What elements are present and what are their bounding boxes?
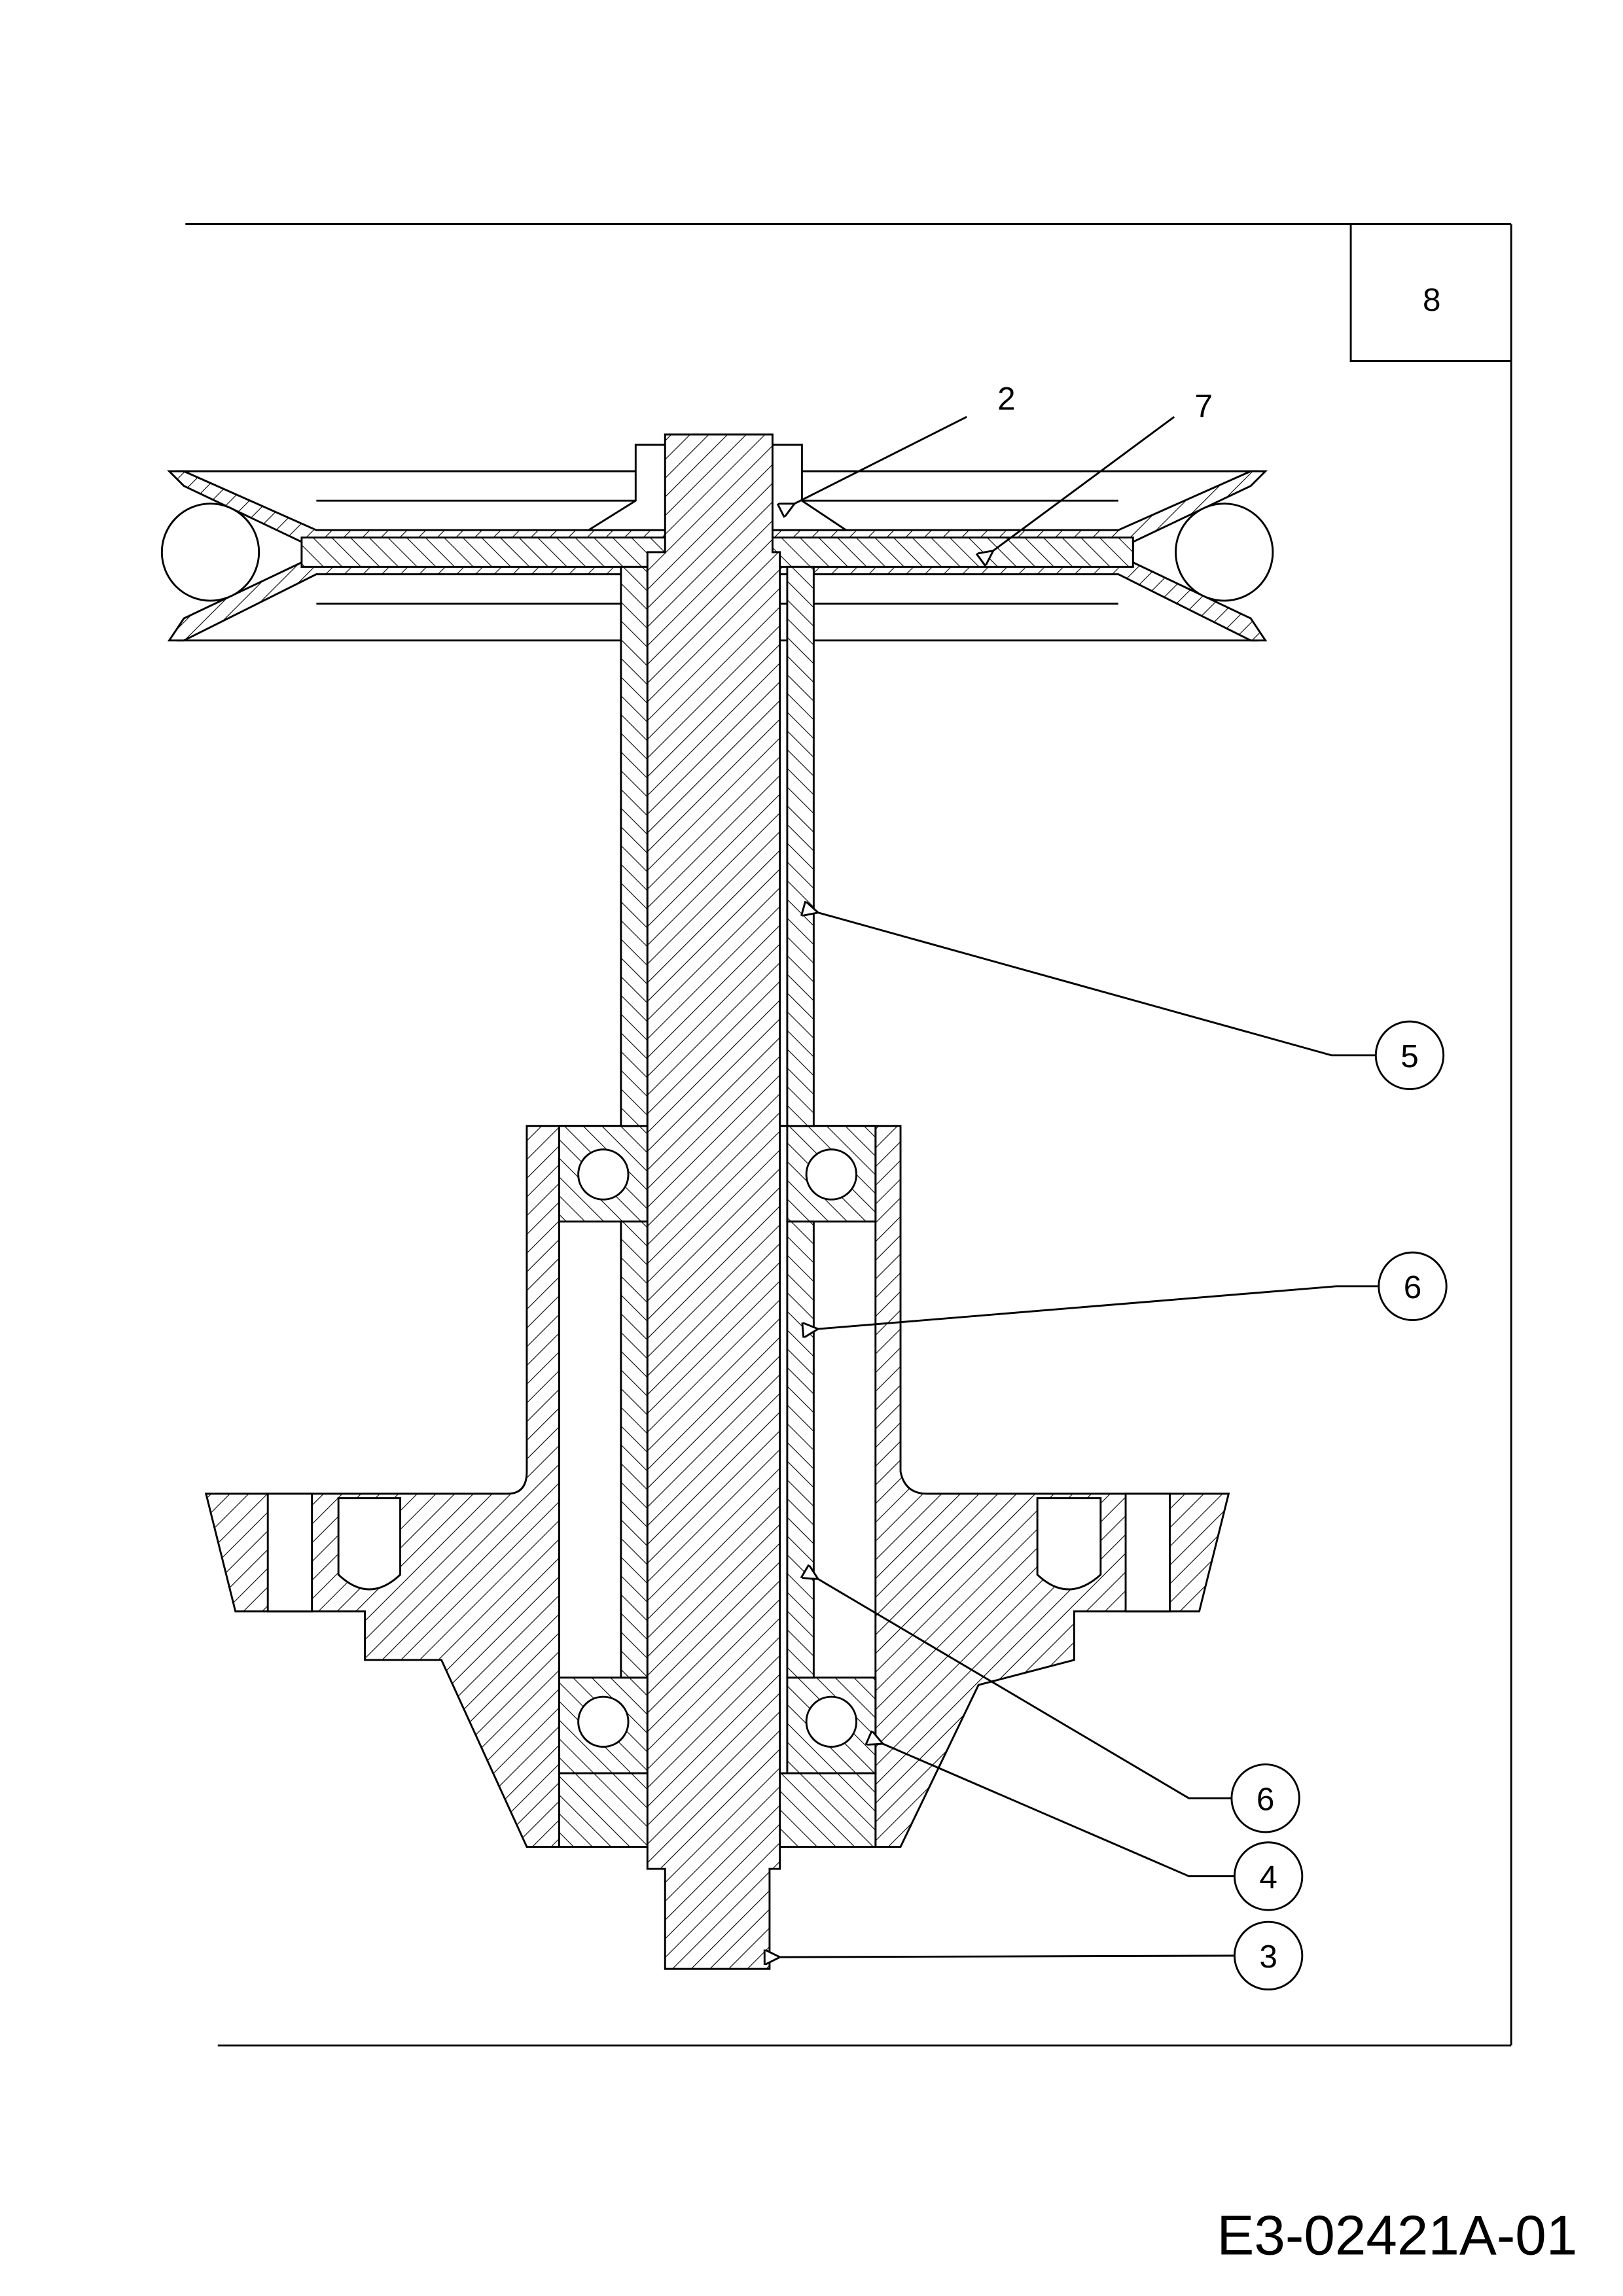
bolt-hole-left [266, 1492, 313, 1613]
callout-circle [1233, 1920, 1304, 1991]
page-number: 8 [1423, 282, 1441, 318]
spacer-tubes [620, 565, 815, 1679]
callout-4: 4 [1259, 1859, 1277, 1895]
pocket-left [337, 1497, 402, 1591]
callout-6-lower: 6 [1257, 1781, 1275, 1817]
callout-circle [1230, 1763, 1300, 1833]
drawing-frame [185, 223, 1512, 2047]
leader-lines [780, 415, 1379, 1957]
callout-7: 7 [1194, 388, 1213, 424]
pocket-right [1036, 1497, 1102, 1591]
bearings [558, 1125, 877, 1775]
bolt-hole-right [1124, 1492, 1171, 1613]
callout-circle [1233, 1841, 1304, 1911]
callout-circle [1374, 1020, 1445, 1091]
drawing-code: E3-02421A-01 [1217, 2204, 1577, 2267]
callout-2: 2 [997, 381, 1016, 417]
callout-circle [1378, 1251, 1448, 1322]
belt-section-right [1175, 503, 1274, 602]
spindle-shaft [646, 433, 781, 1970]
callout-3: 3 [1259, 1939, 1277, 1975]
callout-5: 5 [1400, 1038, 1419, 1074]
belt-section-left [160, 503, 260, 602]
callout-6: 6 [1404, 1269, 1422, 1305]
